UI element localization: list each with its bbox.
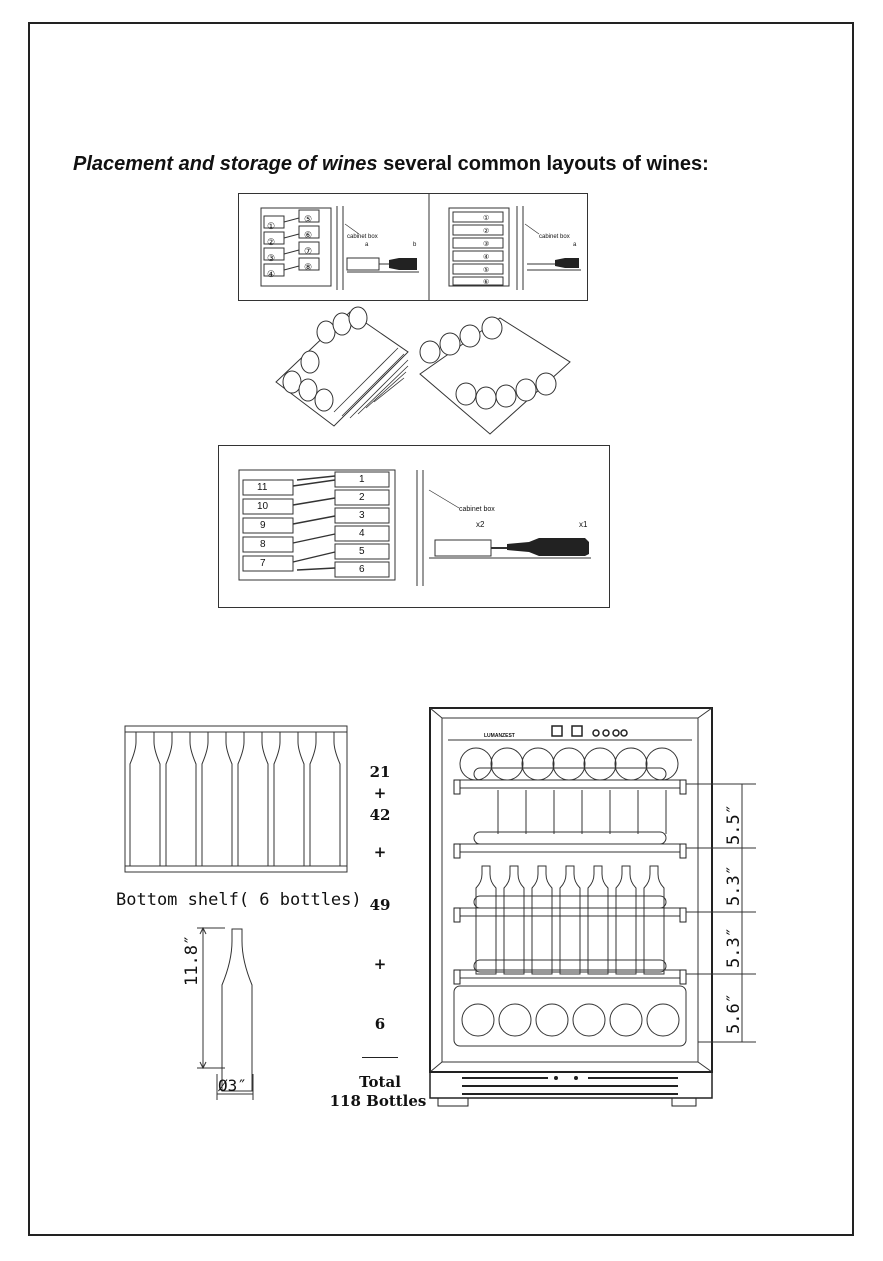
capacity-total-value: 118 Bottles xyxy=(326,1092,430,1110)
bottle-diameter-label: Ø3″ xyxy=(218,1076,247,1095)
bottle-height-label: 11.8″ xyxy=(182,935,202,986)
shelf-spacing-3: 5.3″ xyxy=(724,927,744,968)
capacity-plus2: + xyxy=(360,843,400,861)
layout-bottom-num-1: 1 xyxy=(359,474,365,485)
heading-rest: several common layouts of wines: xyxy=(383,153,709,175)
layout-top-num-6: ⑥ xyxy=(304,230,312,241)
shelf-spacing-1: 5.5″ xyxy=(724,804,744,845)
layout-bottom-marker-x2: x2 xyxy=(476,520,484,529)
capacity-n4: 6 xyxy=(360,1015,400,1033)
layout-top-p2-cabinet-label: cabinet box xyxy=(539,234,570,240)
bottom-shelf-caption: Bottom shelf( 6 bottles) xyxy=(116,890,362,910)
layout-bottom-num-6: 6 xyxy=(359,564,365,575)
layout-bottom-num-7: 7 xyxy=(260,558,266,569)
layout-top-cabinet-label: cabinet box xyxy=(347,234,378,240)
fridge-brand-logo: LUMANZEST xyxy=(484,733,515,739)
shelf-isometric-illustrations xyxy=(270,302,600,436)
layout-bottom-drawing xyxy=(219,446,609,607)
capacity-divider xyxy=(362,1057,398,1058)
layout-bottom-num-11: 11 xyxy=(257,482,267,493)
capacity-plus3: + xyxy=(360,955,400,973)
capacity-n2: 42 xyxy=(360,806,400,824)
capacity-total-label: Total xyxy=(340,1073,420,1091)
layout-bottom-num-9: 9 xyxy=(260,520,266,531)
layout-top-p2-num-5: ⑤ xyxy=(483,266,489,274)
layout-bottom-num-10: 10 xyxy=(257,501,268,512)
wine-fridge-front-view xyxy=(428,706,760,1108)
layout-top-p2-num-6: ⑥ xyxy=(483,278,489,286)
heading-italic: Placement and storage of wines xyxy=(73,153,378,175)
layout-bottom-num-3: 3 xyxy=(359,510,365,521)
layout-top-side-b: b xyxy=(413,242,416,248)
layout-bottom-num-5: 5 xyxy=(359,546,365,557)
layout-bottom-cabinet-label: cabinet box xyxy=(459,506,495,513)
layout-top-p2-num-2: ② xyxy=(483,227,489,235)
layout-top-num-7: ⑦ xyxy=(304,246,312,257)
layout-top-num-1: ① xyxy=(267,221,275,232)
layout-top-num-5: ⑤ xyxy=(304,214,312,225)
layout-top-num-8: ⑧ xyxy=(304,262,312,273)
layout-bottom-num-4: 4 xyxy=(359,528,365,539)
layout-top-p2-num-4: ④ xyxy=(483,253,489,261)
bottom-shelf-drawing xyxy=(124,724,348,874)
layout-top-p2-side: a xyxy=(573,242,576,248)
layout-top-p2-num-3: ③ xyxy=(483,240,489,248)
layout-top-side-a: a xyxy=(365,242,368,248)
layout-diagram-top: ① ② ③ ④ ⑤ ⑥ ⑦ ⑧ cabinet box a b ① ② ③ ④ … xyxy=(238,193,588,301)
layout-bottom-marker-x1: x1 xyxy=(579,520,587,529)
section-heading: Placement and storage of wines several c… xyxy=(73,153,709,176)
layout-diagram-bottom: 11 10 9 8 7 1 2 3 4 5 6 cabinet box x2 x… xyxy=(218,445,610,608)
layout-top-num-4: ④ xyxy=(267,269,275,280)
layout-top-num-3: ③ xyxy=(267,253,275,264)
capacity-n3: 49 xyxy=(360,896,400,914)
shelf-spacing-2: 5.3″ xyxy=(724,865,744,906)
layout-bottom-num-8: 8 xyxy=(260,539,266,550)
layout-top-num-2: ② xyxy=(267,237,275,248)
shelf-spacing-4: 5.6″ xyxy=(724,993,744,1034)
layout-top-p2-num-1: ① xyxy=(483,214,489,222)
capacity-n1: 21 xyxy=(360,763,400,781)
layout-bottom-num-2: 2 xyxy=(359,492,365,503)
capacity-plus1: + xyxy=(360,784,400,802)
